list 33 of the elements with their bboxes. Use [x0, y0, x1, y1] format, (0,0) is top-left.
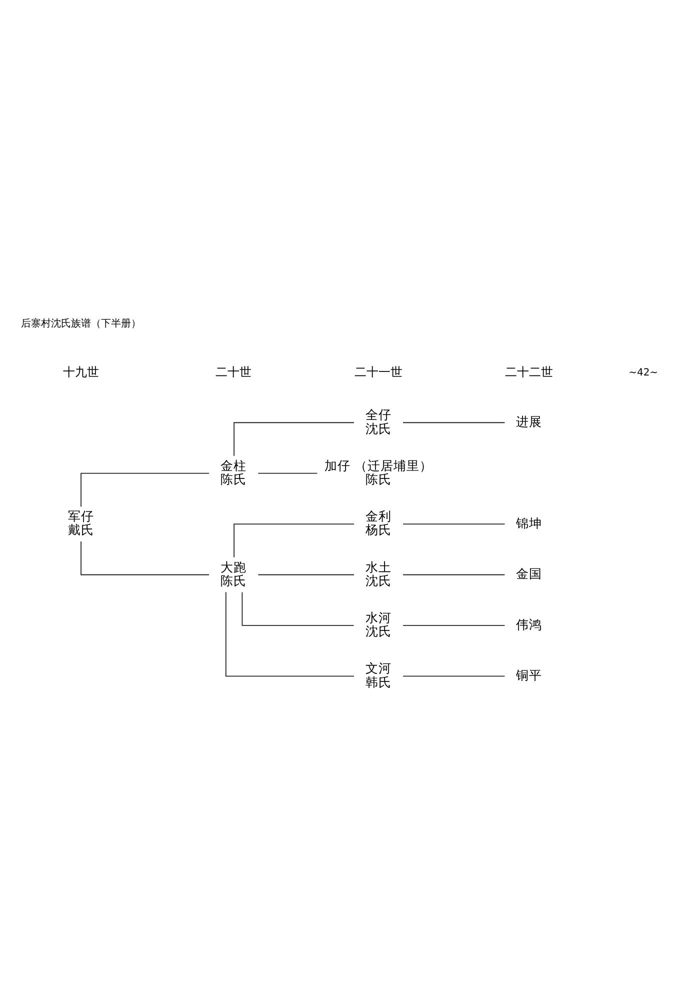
- label: 后寨村沈氏族谱（下半册）: [21, 318, 142, 329]
- connector: [258, 472, 318, 474]
- node-text: 伟鸿: [516, 616, 542, 632]
- node-text: 铜平: [516, 667, 542, 682]
- node-text: 全仔 沈氏: [365, 406, 392, 436]
- label: 二十世: [216, 364, 252, 378]
- label: 二十一世: [354, 364, 402, 378]
- node-text: 金国: [516, 566, 542, 581]
- node-text: 金柱 陈氏: [220, 457, 247, 486]
- node-text: 大跑 陈氏: [220, 558, 247, 588]
- label: 二十二世: [505, 364, 554, 378]
- connector: [402, 624, 506, 626]
- connector: [402, 574, 506, 575]
- connector: [234, 523, 354, 558]
- node-text: 水土 沈氏: [365, 558, 392, 588]
- label: ~42~: [628, 366, 658, 378]
- connector: [402, 675, 506, 676]
- node-text: 文河 韩氏: [365, 660, 392, 689]
- node-text: 锦坤: [516, 514, 542, 530]
- connector: [225, 591, 354, 676]
- connector: [242, 591, 354, 626]
- connector: [234, 422, 354, 456]
- node-text: 水河 沈氏: [365, 610, 392, 638]
- connector: [80, 540, 210, 575]
- connector: [80, 472, 210, 507]
- node-text: 军仔 戴氏: [68, 508, 94, 537]
- connector: [402, 422, 506, 423]
- node-text: 加仔 （迁居埔里） 陈氏: [324, 457, 432, 486]
- node-text: 进展: [516, 413, 542, 428]
- label: 十九世: [63, 364, 100, 378]
- node-text: 金利 杨氏: [365, 508, 392, 537]
- connector: [258, 574, 354, 575]
- connector: [402, 523, 506, 524]
